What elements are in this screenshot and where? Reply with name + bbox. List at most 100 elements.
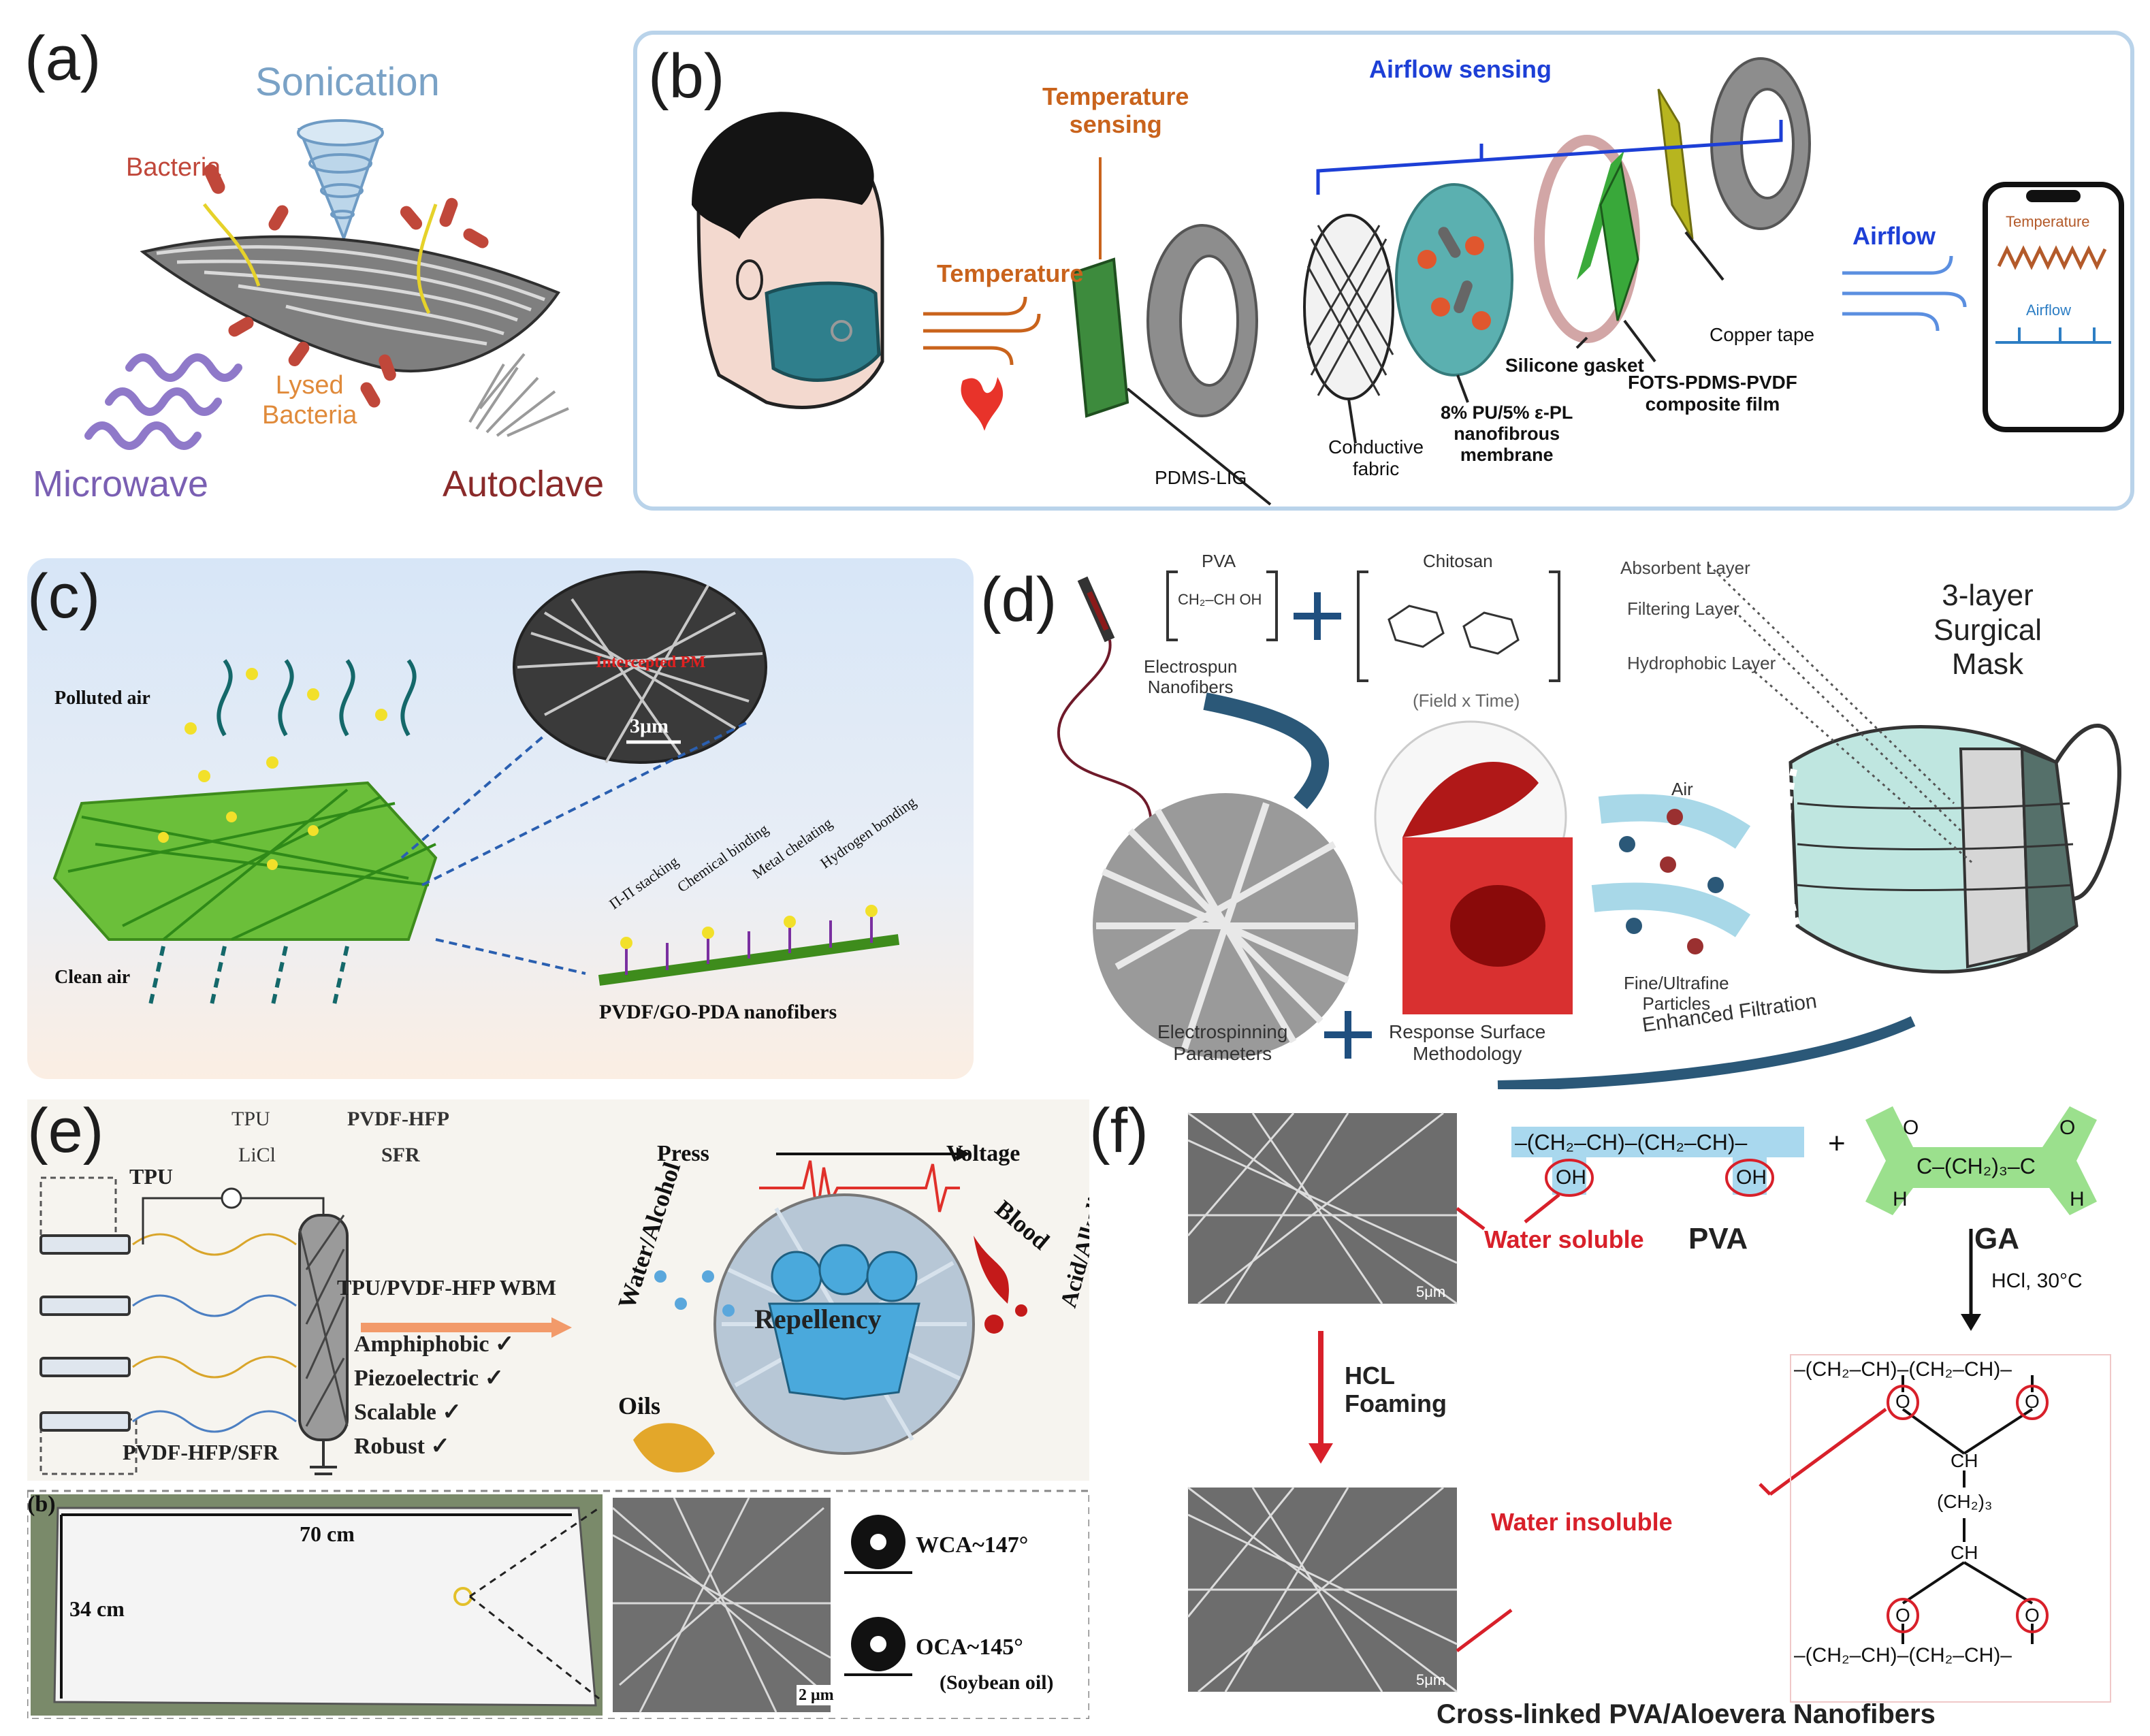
- ga-band: [1865, 1106, 2097, 1215]
- polluted-air-label: Polluted air: [54, 688, 150, 709]
- pva-chain: –(CH₂–CH)–(CH₂–CH)–: [1515, 1130, 1748, 1155]
- panel-b-label: (b): [648, 42, 725, 111]
- layer-leader-lines: [1707, 564, 1975, 866]
- hcl-foaming-label: HCL Foaming: [1345, 1362, 1447, 1418]
- collector-drum-icon: [142, 1187, 349, 1475]
- membrane-label: 8% PU/5% ε-PL nanofibrous membrane: [1441, 402, 1573, 466]
- syringe-icon: [1057, 576, 1153, 831]
- panel-b-graphic: [692, 57, 2124, 506]
- width-label: 70 cm: [300, 1522, 355, 1546]
- mask-title: 3-layer Surgical Mask: [1934, 579, 2042, 681]
- temperature-label: Temperature: [937, 259, 1084, 287]
- clean-air-arrows-icon: [148, 946, 349, 1008]
- sem-circle-icon: [1093, 793, 1358, 1059]
- yellow-film-icon: [1657, 89, 1724, 281]
- crosslink-o1: O: [1895, 1391, 1910, 1412]
- soybean-label: (Soybean oil): [940, 1671, 1054, 1694]
- sonication-label: Sonication: [255, 60, 440, 104]
- filtering-layer-label: Filtering Layer: [1627, 598, 1739, 619]
- conductive-fabric-icon: [1303, 214, 1394, 444]
- rsm-label: Response Surface Methodology: [1389, 1021, 1546, 1065]
- water-insoluble-label: Water insoluble: [1491, 1508, 1673, 1536]
- chitosan-brackets: [1357, 570, 1560, 682]
- chitosan-label: Chitosan: [1423, 551, 1493, 571]
- phone-airflow-label: Airflow: [2026, 302, 2072, 319]
- particles-label: Fine/Ultrafine Particles: [1624, 973, 1729, 1014]
- hcl-temp-label: HCl, 30°C: [1991, 1270, 2083, 1292]
- crosslink-top: –(CH₂–CH)–(CH₂–CH)–: [1794, 1358, 2012, 1381]
- sem-inset-icon: [513, 570, 767, 764]
- pva-oh-2: OH: [1736, 1166, 1767, 1189]
- ga-o-1: O: [1903, 1116, 1919, 1139]
- panel-d-label: (d): [980, 565, 1057, 634]
- pva-formula: CH₂–CH OH: [1178, 591, 1262, 608]
- crosslink-o3: O: [1895, 1605, 1910, 1626]
- sem-top-scale: 5μm: [1416, 1283, 1446, 1300]
- wca-label: WCA~147°: [916, 1532, 1029, 1558]
- membrane-photo: [53, 1507, 597, 1707]
- sub-label-b: (b): [27, 1492, 56, 1517]
- prop-2: Piezoelectric ✓: [354, 1366, 504, 1391]
- voltage-label: Voltage: [946, 1141, 1021, 1166]
- chitosan-ring-icon: [1387, 605, 1520, 655]
- fiber-bundle-icon: [140, 203, 561, 373]
- panel-f-graphic: [1187, 1106, 2111, 1703]
- big-arrow: [1203, 692, 1329, 809]
- droplet-wca-icon: [844, 1515, 912, 1574]
- enhanced-filtration-arrow: [1497, 1016, 1916, 1089]
- syringes-icon: [39, 1234, 131, 1432]
- nanofiber-groups-icon: [598, 905, 900, 986]
- oca-label: OCA~145°: [916, 1635, 1023, 1660]
- panel-f-label: (f): [1089, 1099, 1149, 1166]
- plus-sign: +: [1828, 1127, 1846, 1160]
- pdms-lig-chip-icon: [1071, 157, 1272, 506]
- panel-c: (c) Polluted air Clean air Intercepted P…: [27, 558, 974, 1079]
- panel-e: (e) TPU PVDF-HFP TPU LiCl SFR TPU/PVDF-H…: [27, 1099, 1089, 1719]
- panel-d: (d) PVA CH₂–CH OH Chitosan Electrospun N…: [980, 545, 2138, 1089]
- bacteria-icon: [204, 164, 489, 408]
- wbm-label: TPU/PVDF-HFP WBM: [337, 1275, 557, 1300]
- plus-icon: [1294, 592, 1372, 1059]
- autoclave-label: Autoclave: [443, 464, 605, 504]
- panel-a: (a) Sonication Bacteria Lysed Bacteria M…: [0, 0, 613, 517]
- sonication-cone-icon: [297, 119, 384, 242]
- panel-a-label: (a): [25, 24, 101, 93]
- zoom-lines: [400, 720, 750, 886]
- fibers-label: PVDF/GO-PDA nanofibers: [599, 1001, 837, 1023]
- licl-label: LiCl: [238, 1144, 276, 1166]
- nanofibrous-membrane-icon: [1395, 183, 1513, 403]
- panel-a-graphic: [84, 119, 569, 450]
- water-soluble-label: Water soluble: [1484, 1225, 1644, 1253]
- panel-e-label: (e): [27, 1099, 104, 1166]
- pvdf-sfr-label: PVDF-HFP/SFR: [123, 1440, 279, 1464]
- blood-drop-icon: [974, 1236, 1027, 1334]
- lysed-bacteria-label: Lysed Bacteria: [262, 371, 357, 430]
- sem-scale-label: 3μm: [630, 715, 669, 737]
- fots-film-icon: [1577, 150, 1656, 363]
- autoclave-icon: [468, 353, 569, 437]
- airflow-sensing-label: Airflow sensing: [1369, 55, 1552, 83]
- pdms-lig-label: PDMS-LIG: [1155, 467, 1247, 488]
- crosslink-ch-2: CH: [1951, 1542, 1978, 1563]
- phone-temperature-label: Temperature: [2006, 213, 2090, 230]
- panel-e-graphic: [27, 1099, 1089, 1719]
- panel-d-graphic: [1057, 564, 2121, 1089]
- response-surface-plot-icon: [1374, 720, 1573, 1014]
- pvdf-legend: PVDF-HFP: [347, 1108, 449, 1130]
- sem-scale-e: 2 μm: [799, 1686, 834, 1704]
- conductive-fabric-label: Conductive fabric: [1328, 436, 1424, 480]
- person-mask-icon: [692, 112, 884, 409]
- ga-h-1: H: [1893, 1188, 1908, 1210]
- oils-label: Oils: [618, 1392, 661, 1419]
- repellency-label: Repellency: [754, 1304, 882, 1334]
- zoom-arrow: [435, 938, 586, 975]
- temperature-sensing-label: Temperature sensing: [1042, 82, 1189, 139]
- oil-splash-icon: [633, 1423, 715, 1473]
- dimension-arrows: [60, 1513, 572, 1699]
- structure-frame: [1790, 1354, 2111, 1703]
- droplet-oca-icon: [844, 1617, 912, 1676]
- air-particles-icon: [1591, 794, 1751, 954]
- intercepted-pm-label: Intercepted PM: [596, 654, 706, 671]
- parameters-label: Electrospinning Parameters: [1157, 1021, 1288, 1065]
